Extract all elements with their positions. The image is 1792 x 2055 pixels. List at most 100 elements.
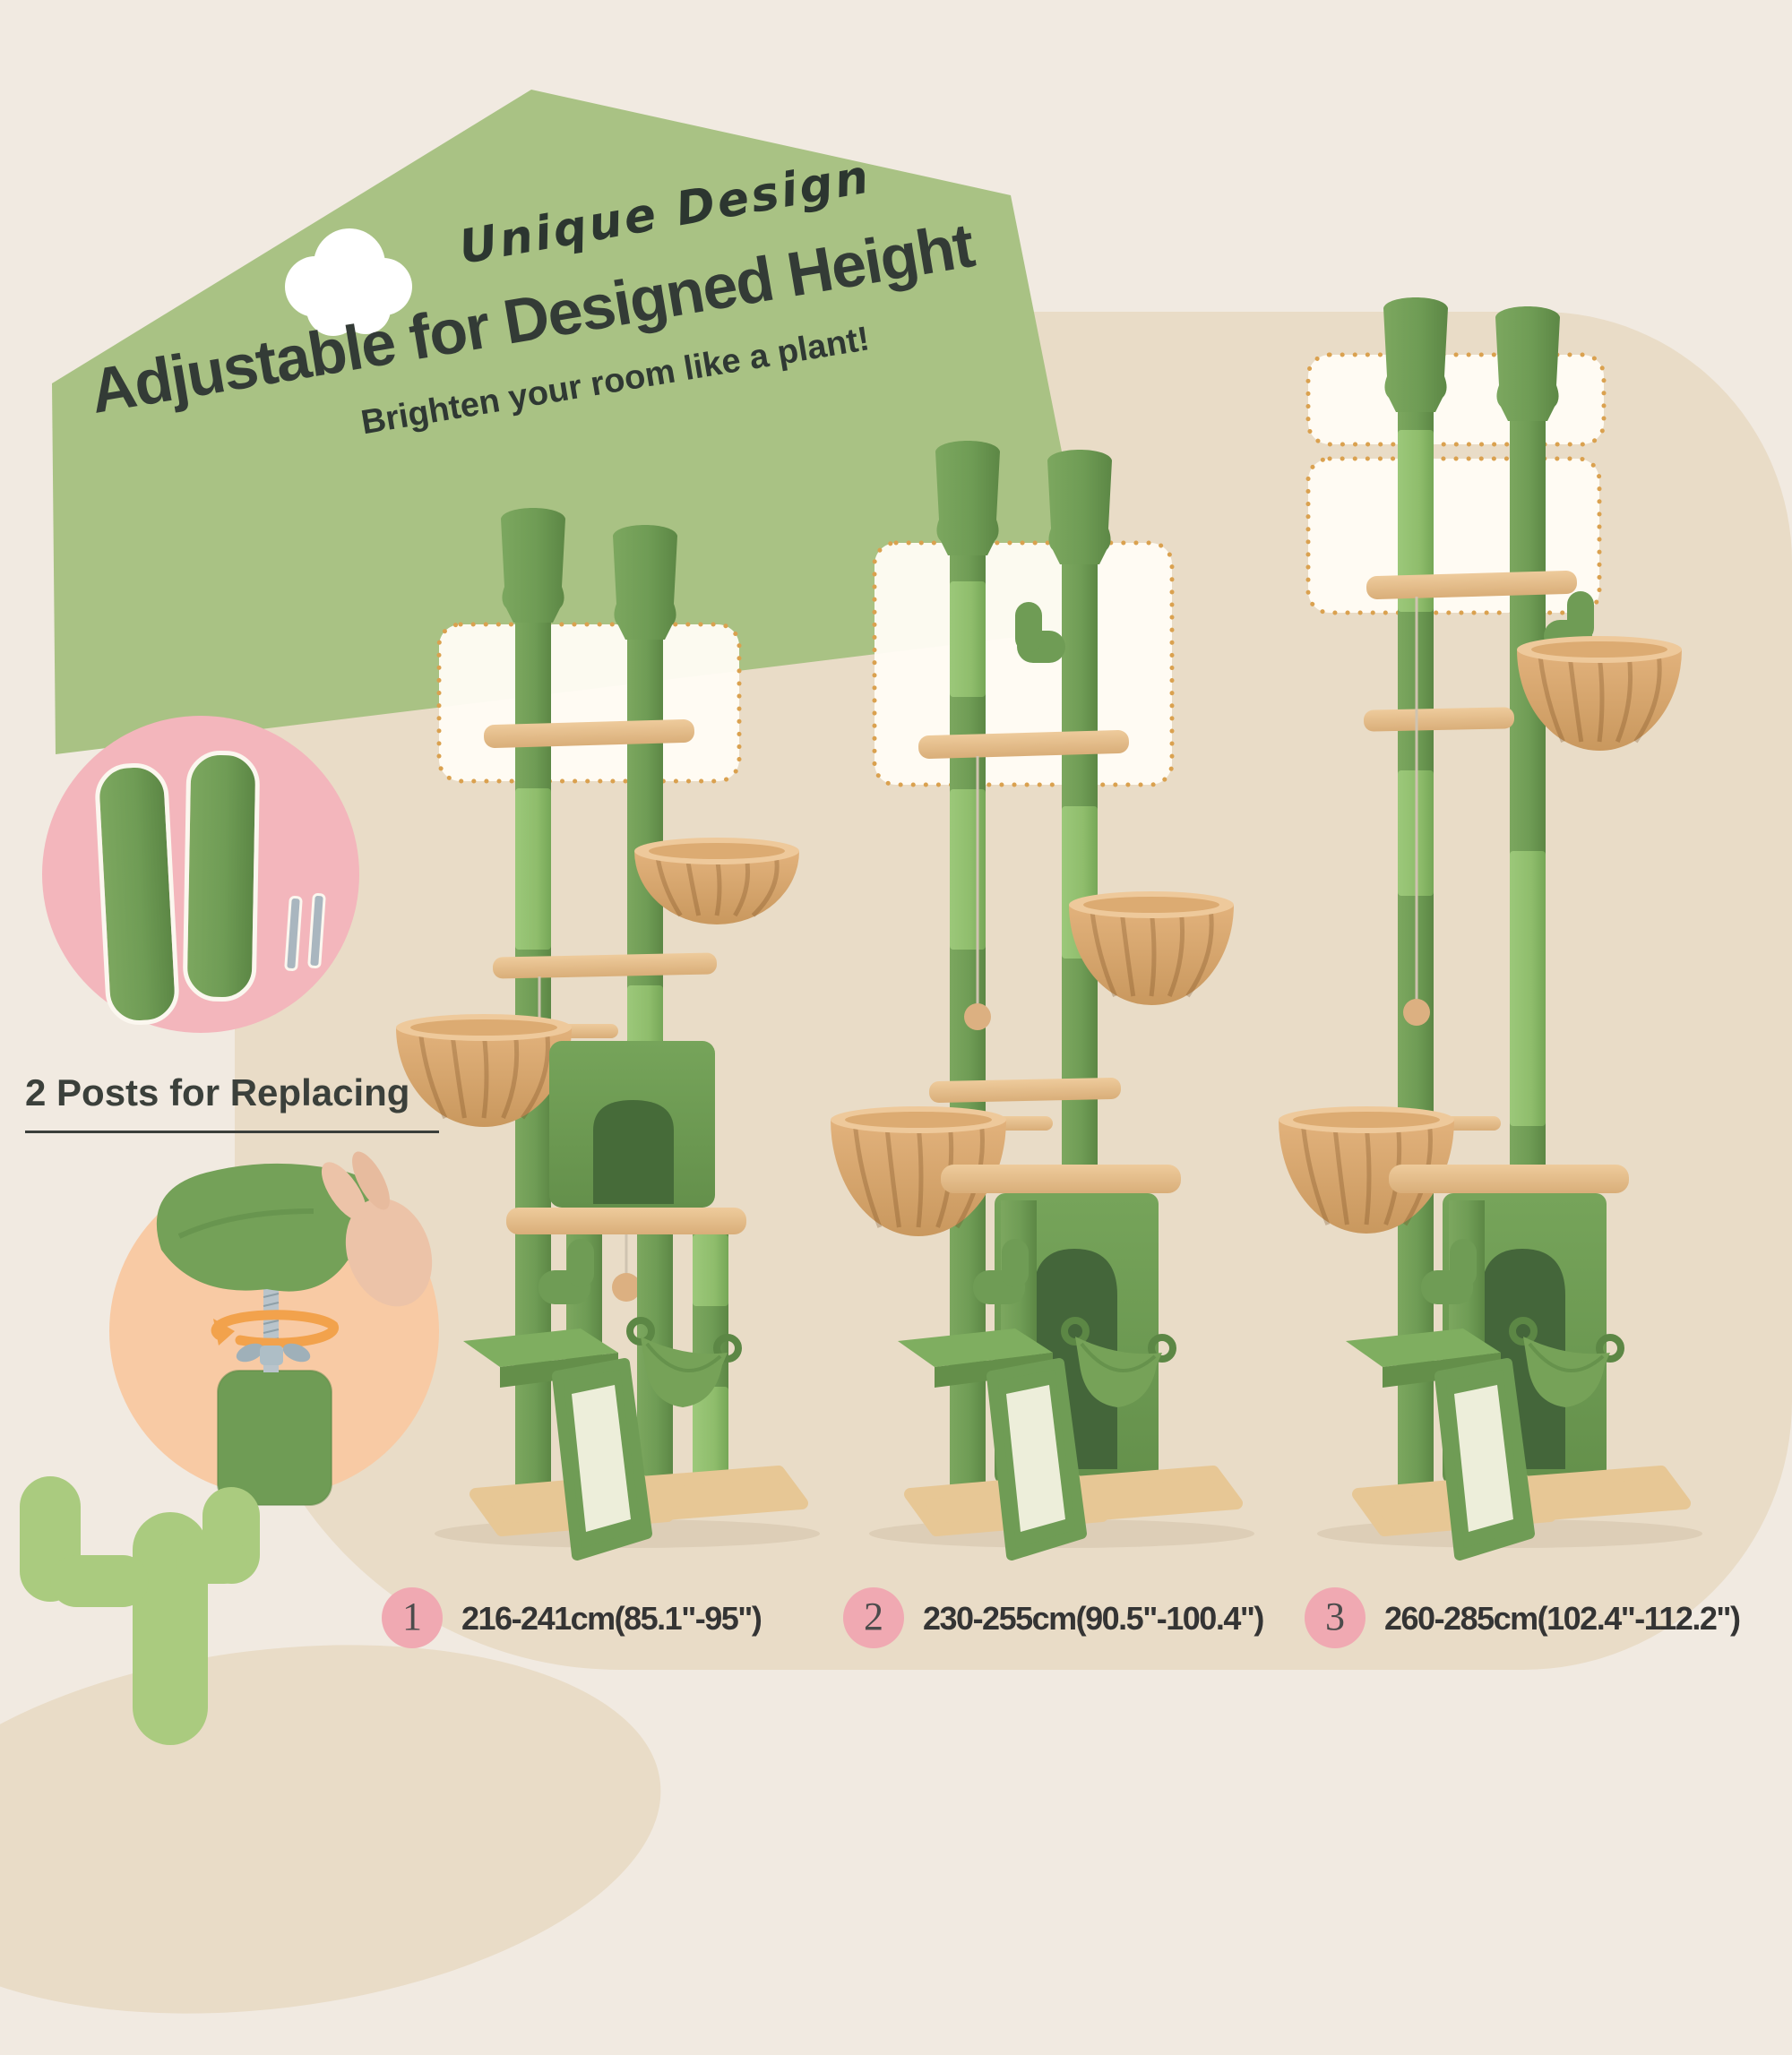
hammock-ring [1509,1317,1538,1346]
basket-fold [450,1032,467,1119]
basket-inner [1293,1112,1440,1128]
hammock-fold [1528,1342,1605,1372]
platform [918,730,1129,759]
basket-fold [1119,909,1136,997]
cactus-arm [1450,1239,1477,1287]
cat-trees-figure [396,297,1702,1561]
hanging-basket [396,1028,572,1127]
pole-cap [1047,450,1112,564]
basket-fold [852,1124,883,1228]
hanging-basket [634,851,799,924]
height-option-3-badge: 3 [1305,1587,1366,1648]
basket-fold [1615,654,1633,743]
basket-inner [410,1019,557,1036]
base-board [634,1466,808,1520]
ramp-sisal [1006,1385,1065,1532]
basket-fold [751,856,780,917]
hammock-fold [645,1342,722,1372]
basket-fold [1185,909,1214,998]
hammock-ring [1596,1334,1624,1363]
hammock-ring [1061,1317,1090,1346]
platform [928,1077,1122,1104]
sisal-section [1398,430,1434,612]
height-option-1-badge: 1 [382,1587,443,1648]
ceiling-gap-outline [1305,352,1607,447]
platform [1389,1165,1629,1193]
basket-fold [521,1032,550,1120]
cloud-icon [285,228,412,336]
cactus-arm [1567,591,1594,641]
sisal-section [950,789,986,950]
basket-fold [1364,1124,1372,1225]
hammock-ring [1148,1334,1176,1363]
green-platform-edge [500,1353,618,1388]
replacement-title-underline [25,1131,439,1133]
sisal-section [1510,851,1546,1126]
basket-fold [1149,909,1157,997]
hand-icon [321,1151,433,1307]
hanging-ball [964,1003,991,1030]
hanging-basket [831,1120,1006,1236]
basket-fold [1090,909,1117,997]
hammock-ring [713,1334,742,1363]
house-entrance [593,1100,674,1204]
green-platform [1346,1328,1501,1367]
post-replacement-inset [109,1151,439,1506]
basket-fold [1538,654,1565,743]
sisal-section [627,985,663,1043]
basket-inner [1531,641,1667,658]
green-platform [898,1328,1053,1367]
sisal-section [693,1387,728,1483]
hanging-ball [1403,999,1430,1026]
cactus-icon [20,1476,260,1745]
ramp-sisal [572,1385,631,1532]
green-platform [463,1328,618,1367]
pole-cap [613,525,677,640]
hammock-ring [626,1317,655,1346]
height-option-2-range: 230-255cm(90.5"-100.4") [923,1600,1264,1637]
ceiling-gap-outline [1305,456,1602,615]
basket-fold [1167,909,1185,997]
pole-cap [1495,306,1560,421]
banner-shape [52,90,1097,754]
ceiling-gap-highlight [439,624,739,781]
cactus-arm [1002,1239,1029,1287]
basket-fold [1300,1124,1331,1225]
height-option-3-range: 260-285cm(102.4"-112.2") [1384,1600,1741,1637]
replacement-title: 2 Posts for Replacing [25,1071,410,1113]
basket-inner [1083,897,1219,913]
basket-inner [649,843,785,859]
pole-cap [935,441,1000,555]
ceiling-gap-outline [436,622,742,784]
basket-fold [481,1032,489,1119]
hammock-fold [1080,1342,1157,1372]
pole-cap [1383,297,1448,412]
base-board [1069,1466,1243,1520]
basket-fold [884,1124,901,1228]
platform [493,952,717,979]
platform [941,1165,1181,1193]
green-platform-edge [935,1353,1053,1388]
basket-fold [1567,654,1584,743]
cat-tree-option-2 [831,441,1254,1561]
hanging-basket [1279,1120,1454,1234]
basket-fold [916,1124,924,1228]
rotation-arrow-icon [211,1310,340,1348]
basket-fold [1332,1124,1349,1225]
platform [1366,571,1577,599]
cactus-arm [1015,602,1042,652]
sisal-section [515,788,551,950]
basket-fold [655,856,683,917]
ceiling-gap-outline [872,540,1175,787]
basket-fold [501,1032,520,1119]
hanging-ball [612,1273,641,1302]
ceiling-gap-highlight [1308,355,1604,444]
hanging-basket [1069,905,1234,1005]
base-board [1517,1466,1691,1520]
platform [1363,707,1515,732]
height-option-1-range: 216-241cm(85.1"-95") [461,1600,762,1637]
hanging-basket [1517,649,1682,751]
cat-tree-option-3 [1279,297,1702,1561]
pole-cap [501,508,565,623]
wing-nut-icon [236,1343,311,1365]
